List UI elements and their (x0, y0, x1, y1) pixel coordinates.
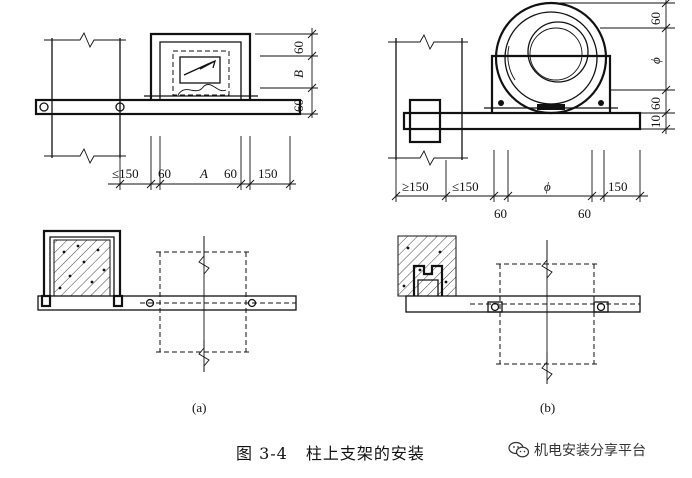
fig-b-dim-right-0: 60 (648, 12, 663, 25)
fig-a-dim-bottom-3: 60 (224, 166, 237, 181)
fig-b-elevation: 60 ϕ 60 10 ≥150 ≤150 ϕ 150 60 60 (388, 0, 675, 221)
fig-a-dim-bottom-2: A (199, 166, 208, 181)
fig-b-dim-bottom-low-0: 60 (494, 206, 507, 221)
figure-caption: 图 3-4 柱上支架的安装 (236, 440, 443, 464)
fig-b-dim-bottom-2: ϕ (544, 179, 551, 194)
watermark: 机电安装分享平台 (508, 440, 646, 460)
fig-a-dim-bottom-0: ≤150 (112, 166, 139, 181)
fig-b-dim-bottom-0: ≥150 (402, 179, 429, 194)
fig-a-dim-bottom-4: 150 (258, 166, 278, 181)
fig-b-label: (b) (540, 400, 555, 415)
fig-a-plan: (a) (37, 229, 297, 415)
wechat-icon (508, 441, 530, 458)
caption-number: 图 3-4 (236, 444, 288, 463)
caption-title: 柱上支架的安装 (305, 444, 425, 463)
watermark-text: 机电安装分享平台 (534, 443, 646, 459)
fig-b-dim-right-3: 10 (648, 115, 663, 128)
fig-b-dim-bottom-low-1: 60 (578, 206, 591, 221)
fig-a-dim-right-2: 60 (291, 99, 306, 112)
fig-b-dim-right-2: 60 (648, 97, 663, 110)
fig-a-dim-right-1: B (291, 70, 306, 78)
fig-b-dim-right-1: ϕ (648, 57, 663, 64)
fig-a-elevation: 60 B 60 ≤150 60 A 60 150 (34, 28, 318, 190)
fig-a-label: (a) (192, 400, 206, 415)
fig-b-dim-bottom-1: ≤150 (452, 179, 479, 194)
fig-a-dim-right-0: 60 (291, 41, 306, 54)
fig-a-dim-bottom-1: 60 (158, 166, 171, 181)
fig-b-plan: (b) (397, 235, 641, 415)
fig-b-dim-bottom-3: 150 (608, 179, 628, 194)
